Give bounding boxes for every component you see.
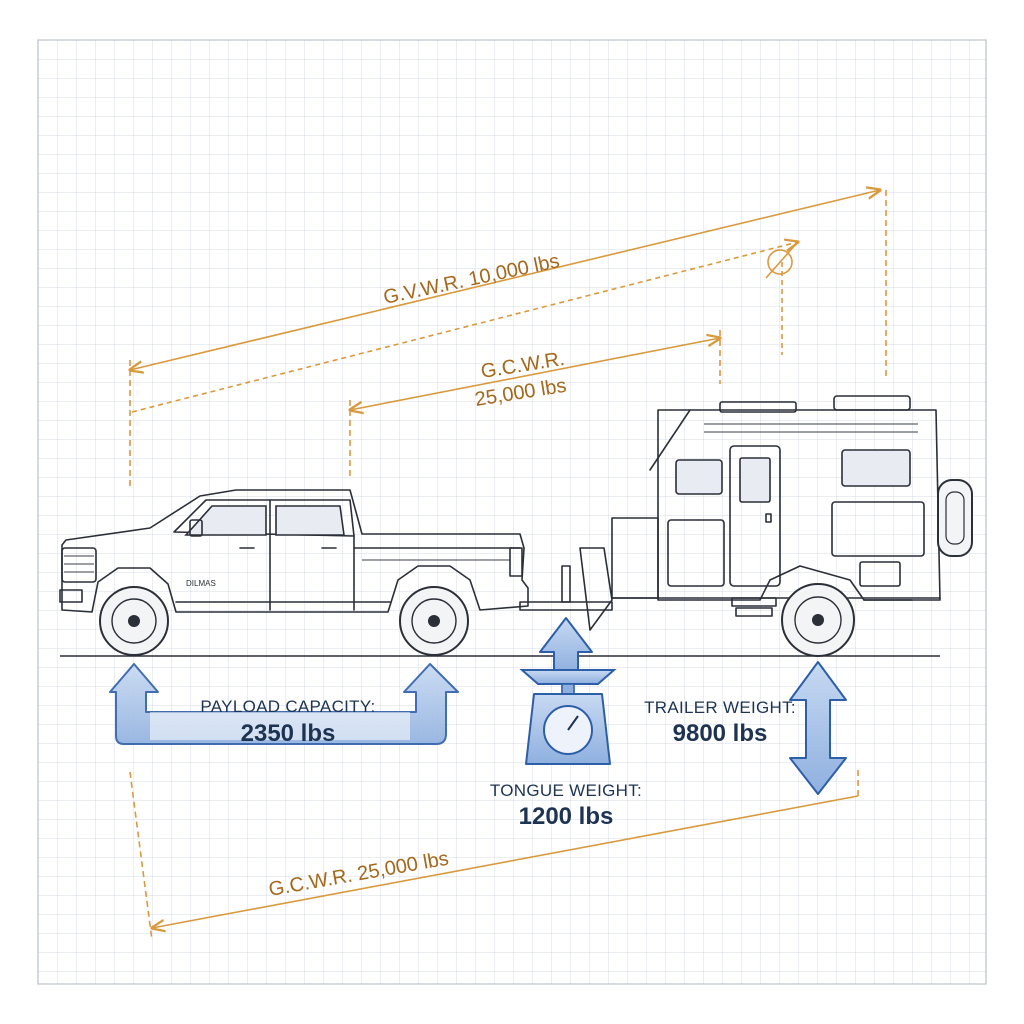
trailer-label: TRAILER WEIGHT: [644, 698, 796, 717]
pickup-truck: DILMAS [59, 489, 529, 656]
payload-label: PAYLOAD CAPACITY: [200, 697, 375, 716]
trailer-hitch [519, 547, 613, 631]
payload-value: 2350 lbs [241, 720, 336, 747]
truck-rear-wheel [399, 586, 469, 656]
truck-badge: DILMAS [186, 579, 216, 588]
dimension-lines [130, 190, 887, 941]
center-of-gravity-icon [765, 243, 797, 279]
tongue-value: 1200 lbs [519, 803, 614, 830]
truck-front-window [184, 505, 267, 536]
trailer-window-left [675, 459, 723, 495]
tongue-arrow-icon [539, 617, 593, 673]
trailer-wheel [781, 583, 855, 657]
truck-rear-window [275, 505, 345, 536]
tongue-label: TONGUE WEIGHT: [490, 781, 642, 800]
spare-tire [937, 479, 973, 557]
scale-icon [519, 669, 617, 765]
graph-paper-grid [37, 39, 987, 985]
trailer-double-arrow-icon [789, 661, 847, 795]
camper-trailer [611, 395, 973, 657]
trailer-value: 9800 lbs [673, 720, 768, 747]
truck-front-wheel [99, 586, 169, 656]
trailer-window-right [841, 449, 911, 487]
trailer-door [729, 445, 781, 587]
